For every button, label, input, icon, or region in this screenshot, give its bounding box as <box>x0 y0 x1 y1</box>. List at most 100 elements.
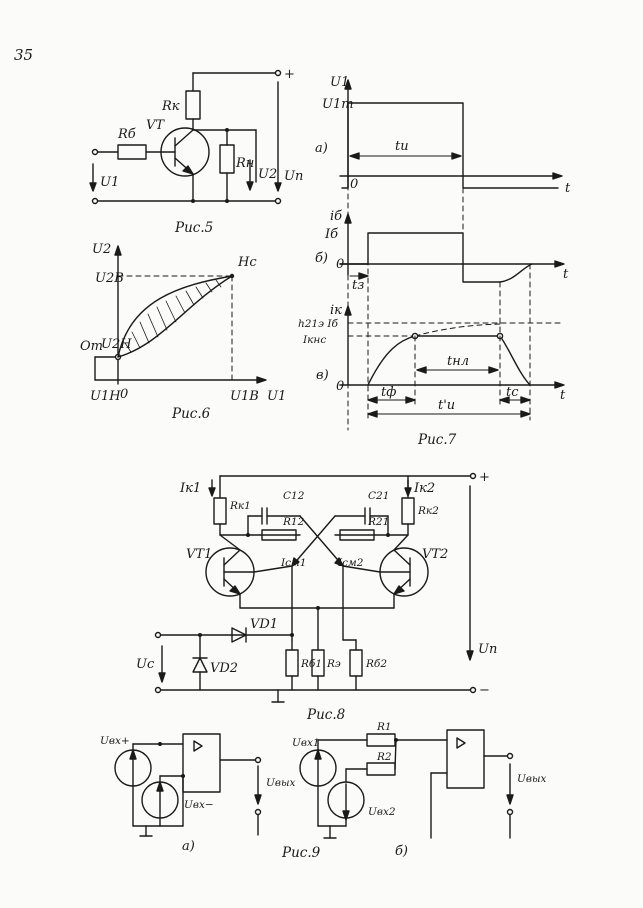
fig9a-out-ground-terminal <box>254 808 262 816</box>
fig8-vt1-emitter-arrow <box>229 585 241 595</box>
fig7a-y-arrowhead <box>344 79 352 90</box>
fig8-minus-label: − <box>479 683 490 698</box>
fig8-re-label: Rэ <box>326 658 341 670</box>
fig7a-letter: а) <box>315 141 328 156</box>
fig9a-amp-symbol <box>193 740 203 752</box>
fig8-input-terminal <box>154 631 162 639</box>
fig7c-tc-label: tс <box>506 385 519 400</box>
fig5-u1-label: U1 <box>100 175 119 190</box>
fig8-rk1-resistor <box>213 497 227 525</box>
fig7a-y-label: U1 <box>330 75 349 90</box>
fig9a-uout-arrowhead <box>254 794 262 805</box>
fig8-c21-label: C21 <box>368 490 389 502</box>
fig5-emitter-ground-node <box>191 199 195 203</box>
fig9a-differential-input: Uвых Uвх+ Uвх− а) <box>100 733 296 854</box>
fig9b-r1-label: R1 <box>376 721 392 733</box>
fig5-rk-resistor <box>185 90 201 120</box>
fig9b-r2-out <box>394 739 397 770</box>
fig8-ik1-arrowhead <box>208 487 216 497</box>
fig8-vt2-emitter-arrow <box>393 585 405 595</box>
fig5-plus-terminal <box>274 69 282 77</box>
fig8-r21-label: R21 <box>367 516 389 528</box>
fig8-minus-input-terminal <box>154 686 162 694</box>
fig6-u2-axis-label: U2 <box>92 242 111 257</box>
fig8-ik1-label: Iк1 <box>179 481 201 496</box>
fig8-r21-resistor <box>339 529 375 541</box>
fig7c-letter: в) <box>316 368 329 383</box>
fig5-un-label: Uп <box>284 169 303 184</box>
fig8-c12-label: C12 <box>283 490 305 502</box>
fig7-timing-diagram: U1 U1m а) tи 0 t iб Iб б) 0 tз t <box>298 75 571 448</box>
fig5-vt-label: VT <box>146 118 165 133</box>
fig8-plus-terminal <box>469 472 477 480</box>
fig7b-ib-label: Iб <box>324 227 338 242</box>
fig6-caption: Рис.6 <box>171 406 211 422</box>
fig7b-t-arrowhead <box>554 260 565 268</box>
fig5-rk-label: Rк <box>161 99 180 114</box>
fig6-nas-label: Нс <box>237 255 257 270</box>
fig8-rb1-node <box>290 633 294 637</box>
fig7a-ym-label: U1m <box>322 97 354 112</box>
fig8-rk2-label: Rк2 <box>417 505 439 517</box>
fig7b-recovery <box>499 263 533 283</box>
fig9a-uplus-label: Uвх+ <box>100 735 130 747</box>
fig5-u2-arrowhead <box>246 181 254 191</box>
fig9a-letter: а) <box>182 839 195 854</box>
fig8-vt1-base-link <box>253 565 293 573</box>
fig9b-out-ground-terminal <box>506 808 514 816</box>
fig6-zero-label: 0 <box>120 387 128 402</box>
fig7c-zero-label: 0 <box>336 379 344 394</box>
fig9a-uminus-label: Uвх− <box>184 799 214 811</box>
fig7b-y-label: iб <box>330 209 342 224</box>
fig6-u1n-label: U1Н <box>90 389 121 404</box>
fig8-un-arrowhead <box>466 650 474 661</box>
fig9b-source-1-arrowhead <box>314 749 322 760</box>
fig7c-y-label: iк <box>330 303 342 318</box>
fig7a-pw-arrow-right <box>451 152 462 160</box>
fig7a-pw-arrow-left <box>349 152 360 160</box>
fig5-plus-label: + <box>284 67 295 82</box>
fig7c-iknas-label: Iкнс <box>302 334 326 346</box>
fig8-rb1-label: Rб1 <box>300 658 322 670</box>
fig7b-t-label: t <box>563 267 569 282</box>
fig8-rk2-resistor <box>401 497 415 525</box>
fig5-rn-label: Rн <box>235 156 254 171</box>
fig8-rb2-resistor <box>349 649 363 677</box>
fig9a-amplifier <box>182 733 221 793</box>
fig8-rb2-label: Rб2 <box>365 658 387 670</box>
fig9b-uout-arrowhead <box>506 794 514 805</box>
fig7b-tz-label: tз <box>352 278 364 293</box>
fig7c-fall <box>499 335 531 386</box>
fig8-vt1-collector-up <box>219 534 241 551</box>
fig5-rb-label: Rб <box>117 127 136 142</box>
fig5-transistor-stage: VT Rк Rб Rн U1 U2 Uп + Рис.5 <box>89 67 303 236</box>
fig9a-out-terminal <box>254 756 262 764</box>
fig7c-tn-arrow-right <box>488 366 499 374</box>
fig5-u2-label: U2 <box>258 167 277 182</box>
fig9b-amplifier <box>446 729 485 789</box>
fig8-caption: Рис.8 <box>306 707 346 723</box>
fig7b-tz-arrow <box>358 272 369 280</box>
fig5-rn-ground-node <box>225 199 229 203</box>
fig8-vd1-label: VD1 <box>250 617 278 632</box>
fig8-rb1-resistor <box>285 649 299 677</box>
fig7c-tpulse-label: t'и <box>438 398 455 413</box>
fig6-u2v-label: U2В <box>95 271 124 286</box>
fig7c-h21-label: h21э Iб <box>298 318 338 330</box>
fig5-emitter-arrow <box>182 165 194 175</box>
fig7c-t-arrowhead <box>554 381 565 389</box>
fig8-multivibrator: + − Uп Iк1 Rк1 C12 R12 Iсм1 Iк2 <box>136 470 497 723</box>
fig9b-uout-label: Uвых <box>517 773 547 785</box>
fig9b-r2-resistor <box>366 762 396 776</box>
fig8-vt2-label: VT2 <box>422 547 448 562</box>
fig5-input-terminal <box>91 148 99 156</box>
fig7b-letter: б) <box>315 251 328 266</box>
fig7a-t-arrowhead <box>552 172 563 180</box>
fig7b-zero-label: 0 <box>336 257 344 272</box>
fig6-u1v-label: U1В <box>230 389 259 404</box>
fig7b-base-current <box>339 232 501 283</box>
fig8-vt1-collector <box>223 549 241 566</box>
fig5-rn-resistor <box>219 144 235 174</box>
fig5-caption: Рис.5 <box>174 220 213 236</box>
